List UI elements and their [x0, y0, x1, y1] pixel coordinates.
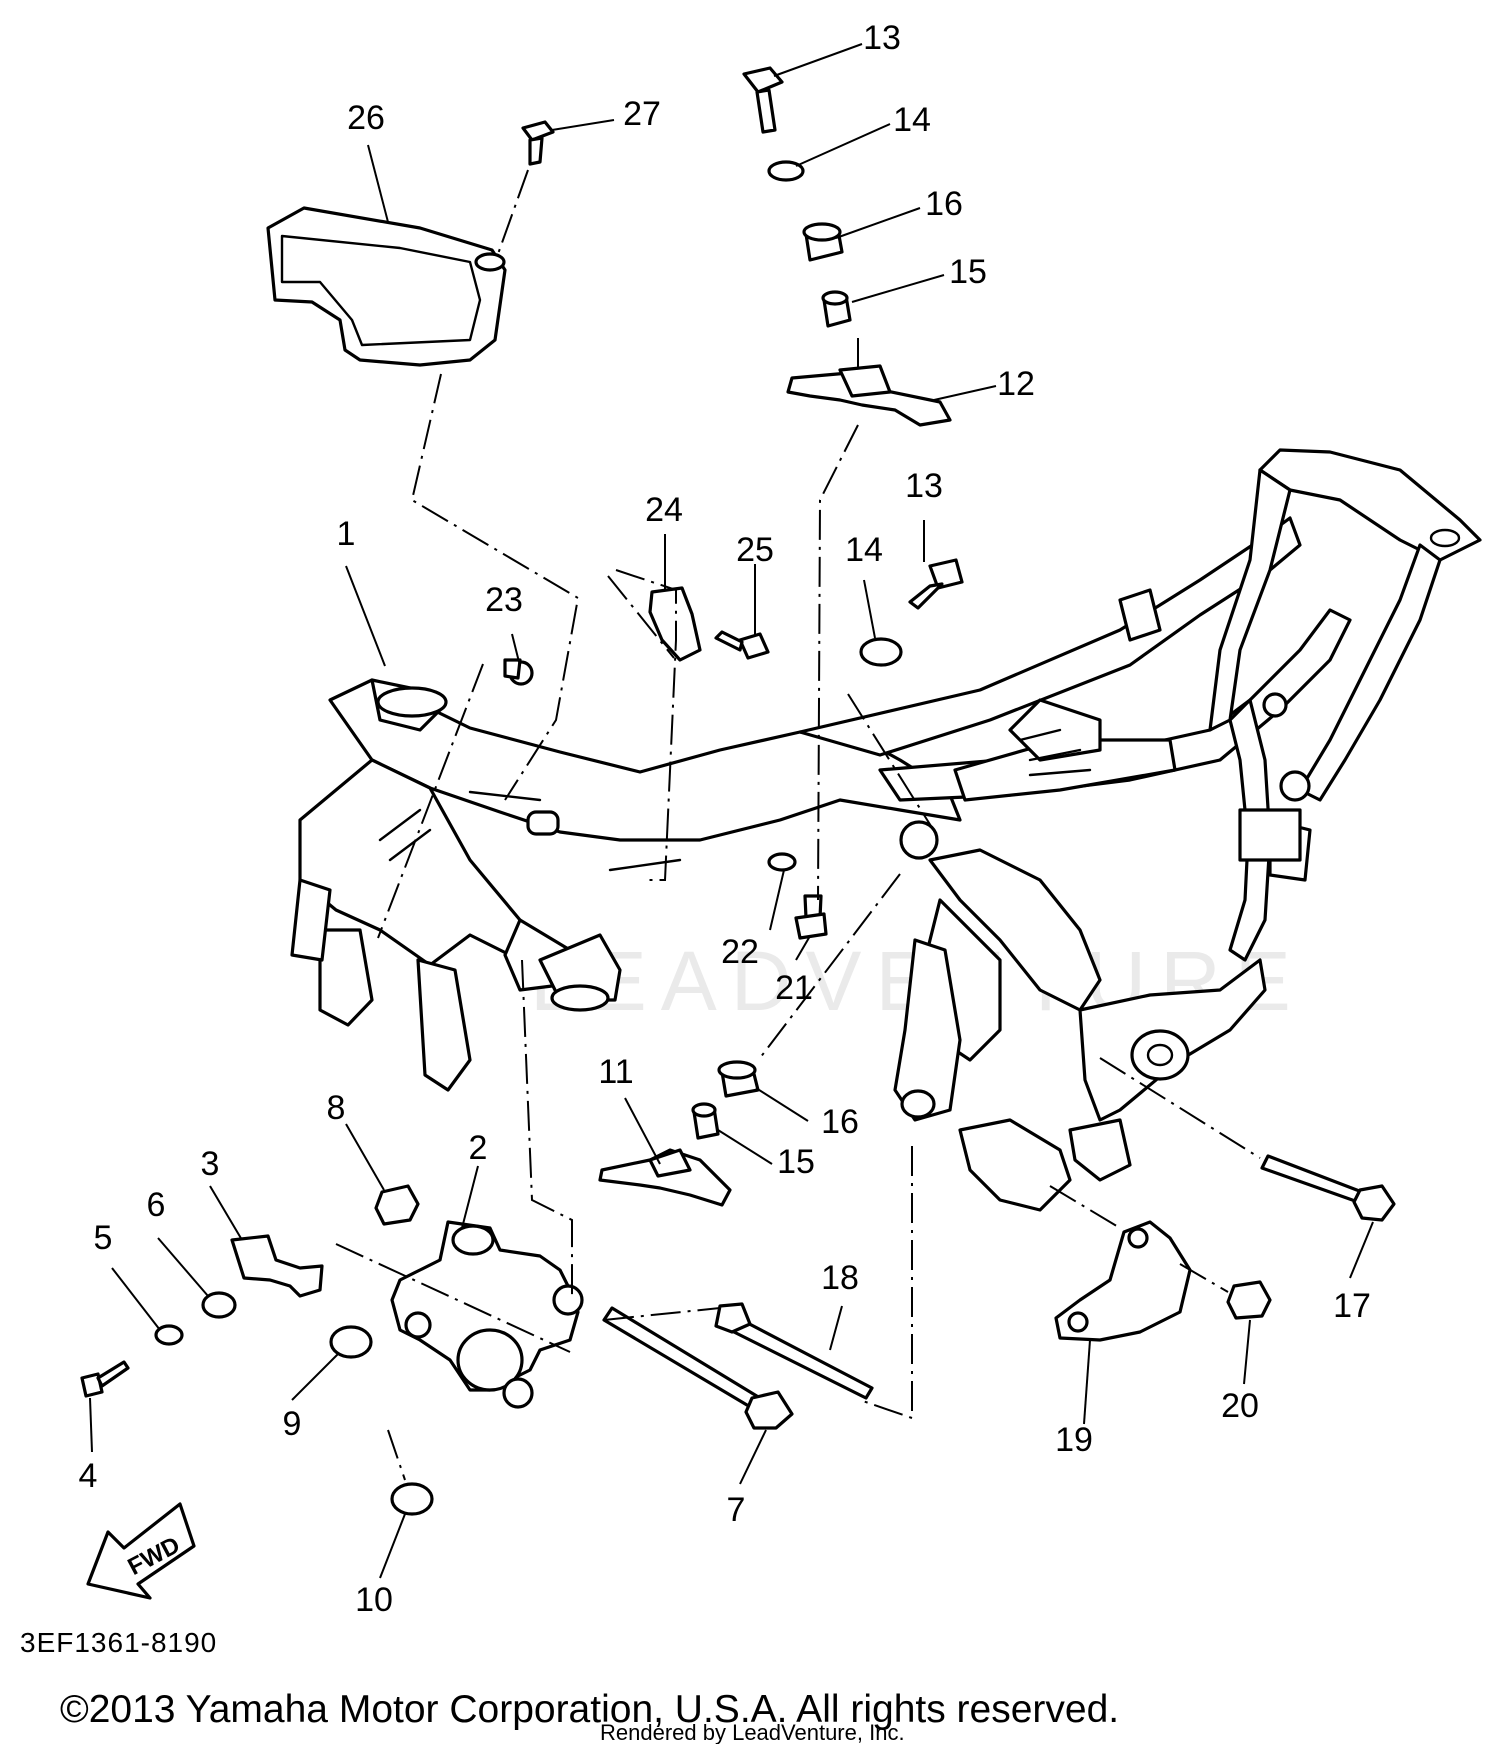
callout-11: 11	[598, 1053, 633, 1091]
part-bracket-12	[786, 364, 952, 427]
part-engine-bracket-2	[390, 1220, 584, 1409]
callout-13-mid: 13	[905, 467, 943, 505]
callout-1: 1	[337, 515, 356, 553]
part-nut-20	[1226, 1280, 1272, 1320]
part-damper-16-top	[802, 222, 844, 262]
callout-labels: 1 2 3 4 5 6 7 8 9 10 11 12 13 13 14 14 1…	[79, 19, 1371, 1619]
part-cover	[266, 206, 507, 367]
callout-5: 5	[94, 1219, 113, 1257]
part-bolt-21	[794, 894, 828, 940]
callout-25: 25	[736, 531, 774, 569]
callout-2: 2	[469, 1129, 488, 1167]
part-bracket-19	[1054, 1220, 1192, 1342]
part-washer-10	[390, 1482, 434, 1516]
callout-16-top: 16	[925, 185, 963, 223]
part-bolt-25	[714, 630, 770, 660]
part-collar-15-top	[821, 290, 852, 328]
copyright-text: ©2013 Yamaha Motor Corporation, U.S.A. A…	[60, 1688, 1119, 1731]
callout-8: 8	[327, 1089, 346, 1127]
callout-21: 21	[775, 969, 813, 1007]
part-bracket-3	[230, 1234, 324, 1298]
part-damper-16-low	[717, 1060, 760, 1098]
part-bolt-17	[1260, 1154, 1396, 1222]
callout-17: 17	[1333, 1287, 1371, 1325]
part-bracket-11	[598, 1148, 732, 1207]
part-washer-6	[201, 1291, 237, 1319]
callout-15-low: 15	[777, 1143, 815, 1181]
part-washer-5	[154, 1324, 184, 1346]
callout-9: 9	[283, 1405, 302, 1443]
callout-14-mid: 14	[845, 531, 883, 569]
callout-26: 26	[347, 99, 385, 137]
callout-6: 6	[147, 1186, 166, 1224]
callout-3: 3	[201, 1145, 220, 1183]
callout-14-top: 14	[893, 101, 931, 139]
callout-18: 18	[821, 1259, 859, 1297]
part-washer-22	[767, 852, 797, 872]
callout-23: 23	[485, 581, 523, 619]
callout-22: 22	[721, 933, 759, 971]
part-bolt-27	[521, 120, 555, 166]
rendered-by-text: Rendered by LeadVenture, Inc.	[600, 1720, 905, 1744]
part-bolt-18	[714, 1302, 874, 1400]
callout-4: 4	[79, 1457, 98, 1495]
fwd-arrow-icon: FWD	[86, 1502, 196, 1600]
callout-27: 27	[623, 95, 661, 133]
part-bolt-13-top	[742, 66, 784, 134]
part-washer-9	[329, 1325, 373, 1359]
callout-24: 24	[645, 491, 683, 529]
part-bolt-23	[503, 658, 534, 686]
part-bolt-13-mid	[908, 558, 964, 610]
callout-12: 12	[997, 365, 1035, 403]
part-washer-14-mid	[859, 637, 903, 667]
callout-19: 19	[1055, 1421, 1093, 1459]
callout-13-top: 13	[863, 19, 901, 57]
callout-10: 10	[355, 1581, 393, 1619]
drawing-code: 3EF1361-8190	[20, 1627, 217, 1658]
callout-7: 7	[727, 1491, 746, 1529]
callout-16-low: 16	[821, 1103, 859, 1141]
part-collar-15-low	[691, 1102, 720, 1140]
part-frame	[290, 448, 1482, 1212]
leader-lines	[89, 43, 1374, 1579]
part-bolt-7	[602, 1306, 794, 1430]
part-bolt-4	[80, 1360, 130, 1398]
callout-20: 20	[1221, 1387, 1259, 1425]
callout-15-top: 15	[949, 253, 987, 291]
part-nut-8	[374, 1184, 420, 1226]
part-washer-14-top	[767, 160, 805, 182]
